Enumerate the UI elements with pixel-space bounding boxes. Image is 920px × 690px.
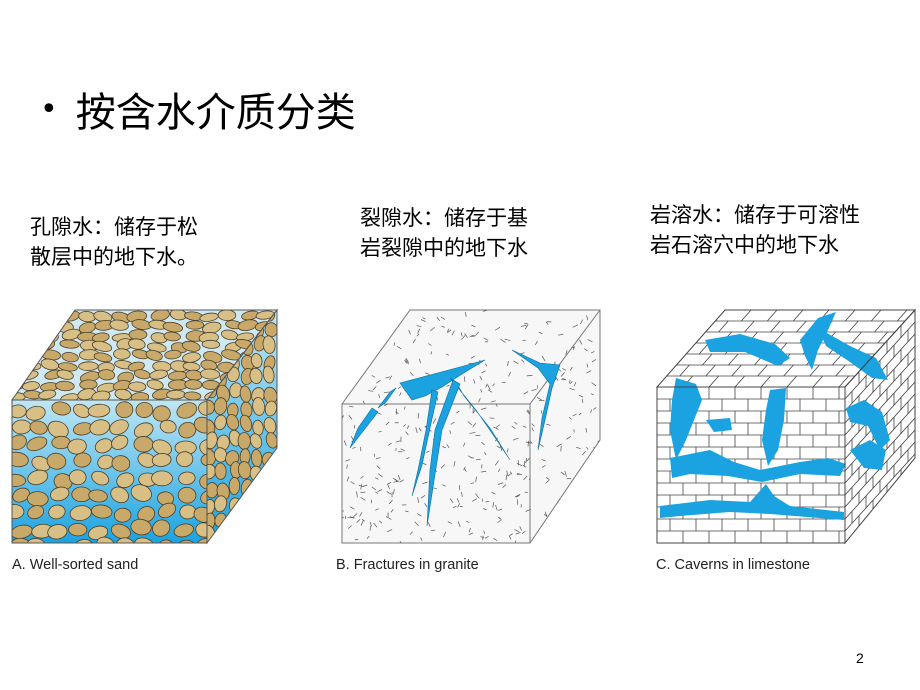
caption-limestone: C. Caverns in limestone (656, 557, 810, 573)
desc-line: 岩裂隙中的地下水 (360, 236, 528, 260)
caption-granite: B. Fractures in granite (336, 557, 479, 573)
desc-line: 岩溶水：储存于可溶性 (650, 203, 860, 227)
granite-block-illustration (341, 309, 601, 544)
limestone-block-illustration (655, 308, 917, 545)
sand-block-illustration (11, 308, 279, 545)
page-number: 2 (856, 650, 864, 666)
heading-text: 按含水介质分类 (75, 90, 356, 136)
pore-water-description: 孔隙水：储存于松 散层中的地下水。 (30, 212, 260, 272)
desc-line: 孔隙水：储存于松 (30, 215, 198, 239)
bullet-icon: • (40, 91, 58, 127)
desc-line: 裂隙水：储存于基 (360, 206, 528, 230)
slide-heading: • 按含水介质分类 (40, 80, 356, 138)
karst-water-description: 岩溶水：储存于可溶性 岩石溶穴中的地下水 (650, 200, 910, 260)
desc-line: 岩石溶穴中的地下水 (650, 233, 839, 257)
fissure-water-description: 裂隙水：储存于基 岩裂隙中的地下水 (360, 203, 590, 263)
caption-sand: A. Well-sorted sand (12, 557, 139, 573)
desc-line: 散层中的地下水。 (30, 245, 198, 269)
